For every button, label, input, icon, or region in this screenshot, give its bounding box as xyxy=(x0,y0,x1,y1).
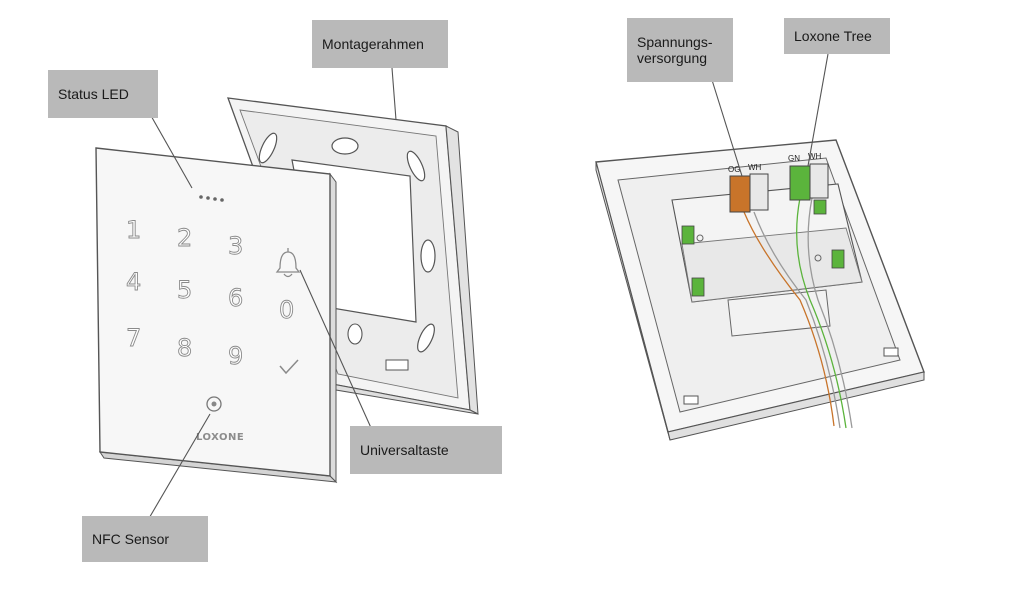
callout-status-led: Status LED xyxy=(48,70,158,118)
tree-terminal: GN WH xyxy=(788,152,829,201)
key-6: 6 xyxy=(228,284,243,312)
key-9: 9 xyxy=(228,342,243,370)
callout-spannungsversorgung: Spannungs- versorgung xyxy=(627,18,733,82)
callout-universaltaste-text: Universaltaste xyxy=(360,442,449,458)
nfc-sensor-icon xyxy=(206,396,222,412)
callout-nfc-sensor-text: NFC Sensor xyxy=(92,531,170,547)
callout-universaltaste: Universaltaste xyxy=(350,426,502,474)
callout-montagerahmen-text: Montagerahmen xyxy=(322,36,424,52)
callout-loxone-tree-text: Loxone Tree xyxy=(794,28,872,44)
key-4: 4 xyxy=(126,268,141,296)
keypad-device: 1 2 3 4 5 6 0 7 8 9 LOXONE xyxy=(95,147,338,484)
key-7: 7 xyxy=(126,324,141,352)
check-icon xyxy=(279,359,299,375)
terminal-label-wh-power: WH xyxy=(748,163,762,172)
key-8: 8 xyxy=(177,334,192,362)
terminal-label-wh-tree: WH xyxy=(808,152,822,161)
terminal-label-og: OG xyxy=(728,165,740,174)
leader-status-led xyxy=(149,113,193,189)
callout-status-led-text: Status LED xyxy=(58,86,129,102)
power-terminal: OG WH xyxy=(728,163,769,213)
leader-montagerahmen xyxy=(391,67,397,121)
callout-spannung-line1: Spannungs- xyxy=(637,34,713,50)
leader-nfc-sensor xyxy=(147,413,211,521)
callout-spannung-line2: versorgung xyxy=(637,50,708,66)
leader-spannungsversorgung xyxy=(711,79,743,177)
bell-icon xyxy=(275,248,301,278)
terminal-label-gn: GN xyxy=(788,154,800,163)
callout-loxone-tree: Loxone Tree xyxy=(784,18,890,54)
callout-nfc-sensor: NFC Sensor xyxy=(82,516,208,562)
loxone-logo: LOXONE xyxy=(196,432,244,443)
leader-loxone-tree xyxy=(807,53,829,167)
key-3: 3 xyxy=(228,232,243,260)
key-1: 1 xyxy=(126,216,141,244)
keypad-back-view: OG WH GN WH xyxy=(595,139,925,441)
key-0: 0 xyxy=(279,296,294,324)
key-2: 2 xyxy=(177,224,192,252)
status-led-dots xyxy=(199,195,224,202)
leader-universaltaste xyxy=(299,269,373,431)
callout-montagerahmen: Montagerahmen xyxy=(312,20,448,68)
key-5: 5 xyxy=(177,276,192,304)
